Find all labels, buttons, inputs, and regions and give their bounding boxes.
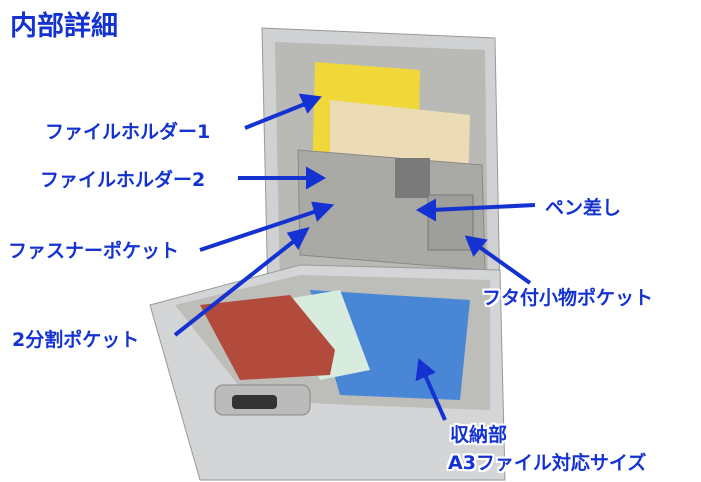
label-file-holder-1: ファイルホルダー1 <box>45 121 211 143</box>
pens <box>395 158 430 198</box>
label-zipper-pocket: ファスナーポケット <box>8 240 180 262</box>
label-storage: 収納部 <box>450 424 508 446</box>
label-file-holder-2: ファイルホルダー2 <box>40 169 206 191</box>
red-book <box>200 295 335 380</box>
label-storage-size: A3ファイル対応サイズ <box>448 452 647 474</box>
label-pen-holder: ペン差し <box>545 197 622 219</box>
label-flap-pocket: フタ付小物ポケット <box>482 287 654 309</box>
handle-grip <box>232 395 277 409</box>
page-title: 内部詳細 <box>10 11 118 42</box>
label-split-pocket: 2分割ポケット <box>12 329 140 351</box>
